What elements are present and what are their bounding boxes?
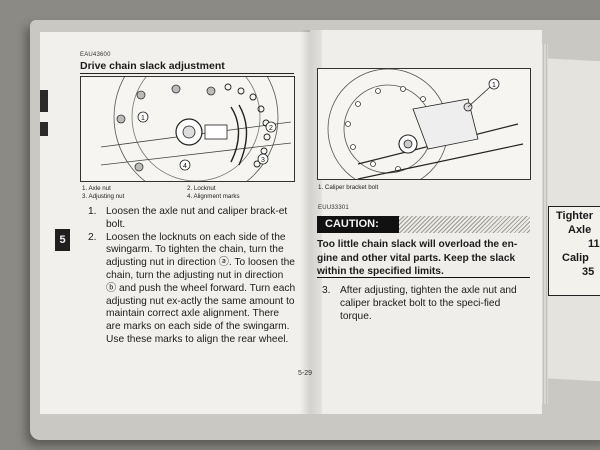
callout-2: 2 <box>269 125 273 132</box>
legend-item: 3. Adjusting nut <box>82 193 125 200</box>
step-3: 3.After adjusting, tighten the axle nut … <box>322 285 517 322</box>
step-1: 1.Loosen the axle nut and caliper brack-… <box>88 206 288 230</box>
callout-1: 1 <box>141 115 145 122</box>
callout-4: 4 <box>183 163 187 170</box>
rear-axle-illustration: 1 2 3 4 <box>100 77 292 181</box>
legend-item: 2. Locknut <box>187 185 216 192</box>
caution-label: CAUTION: <box>317 216 407 233</box>
figure-rear-axle: 1 2 3 4 <box>80 76 295 182</box>
caution-code: EUU33301 <box>318 205 349 211</box>
legend-left-col-1: 1. Axle nut 3. Adjusting nut <box>82 185 177 201</box>
thumb-index-mark <box>40 122 48 136</box>
chapter-tab: 5 <box>55 229 70 251</box>
torque-line: 35 <box>582 266 595 278</box>
callout-3: 3 <box>261 157 265 164</box>
torque-line: Tighter <box>556 210 594 222</box>
legend-left-col-2: 2. Locknut 4. Alignment marks <box>187 185 287 201</box>
caliper-illustration: 1 <box>327 69 524 179</box>
caution-bottom-rule <box>317 277 530 278</box>
torque-line: 11 <box>588 238 600 250</box>
thumb-index-mark <box>40 90 48 112</box>
caution-text: Too little chain slack will overload the… <box>317 239 518 277</box>
section-code: EAU43600 <box>80 52 111 58</box>
legend-right: 1. Caliper bracket bolt <box>318 184 378 192</box>
callout-1: 1 <box>492 82 496 89</box>
figure-caliper: 1 <box>317 68 531 180</box>
page-gutter <box>300 30 322 414</box>
torque-fragment: Tighter Axle 11 Calip 35 <box>556 209 600 279</box>
torque-spec-box <box>548 206 600 296</box>
legend-item: 4. Alignment marks <box>187 193 240 200</box>
caution-hatch <box>399 216 530 233</box>
page-title: Drive chain slack adjustment <box>80 60 225 72</box>
step-2: 2.Loosen the locknuts on each side of th… <box>88 231 296 345</box>
torque-line: Calip <box>562 252 589 264</box>
steps-left: 1.Loosen the axle nut and caliper brack-… <box>88 206 296 347</box>
title-underline <box>80 73 294 74</box>
legend-item: 1. Caliper bracket bolt <box>318 184 379 191</box>
torque-line: Axle <box>568 224 592 236</box>
legend-item: 1. Axle nut <box>82 185 111 192</box>
steps-right: 3.After adjusting, tighten the axle nut … <box>322 285 530 323</box>
page-number: 5-29 <box>298 370 313 377</box>
